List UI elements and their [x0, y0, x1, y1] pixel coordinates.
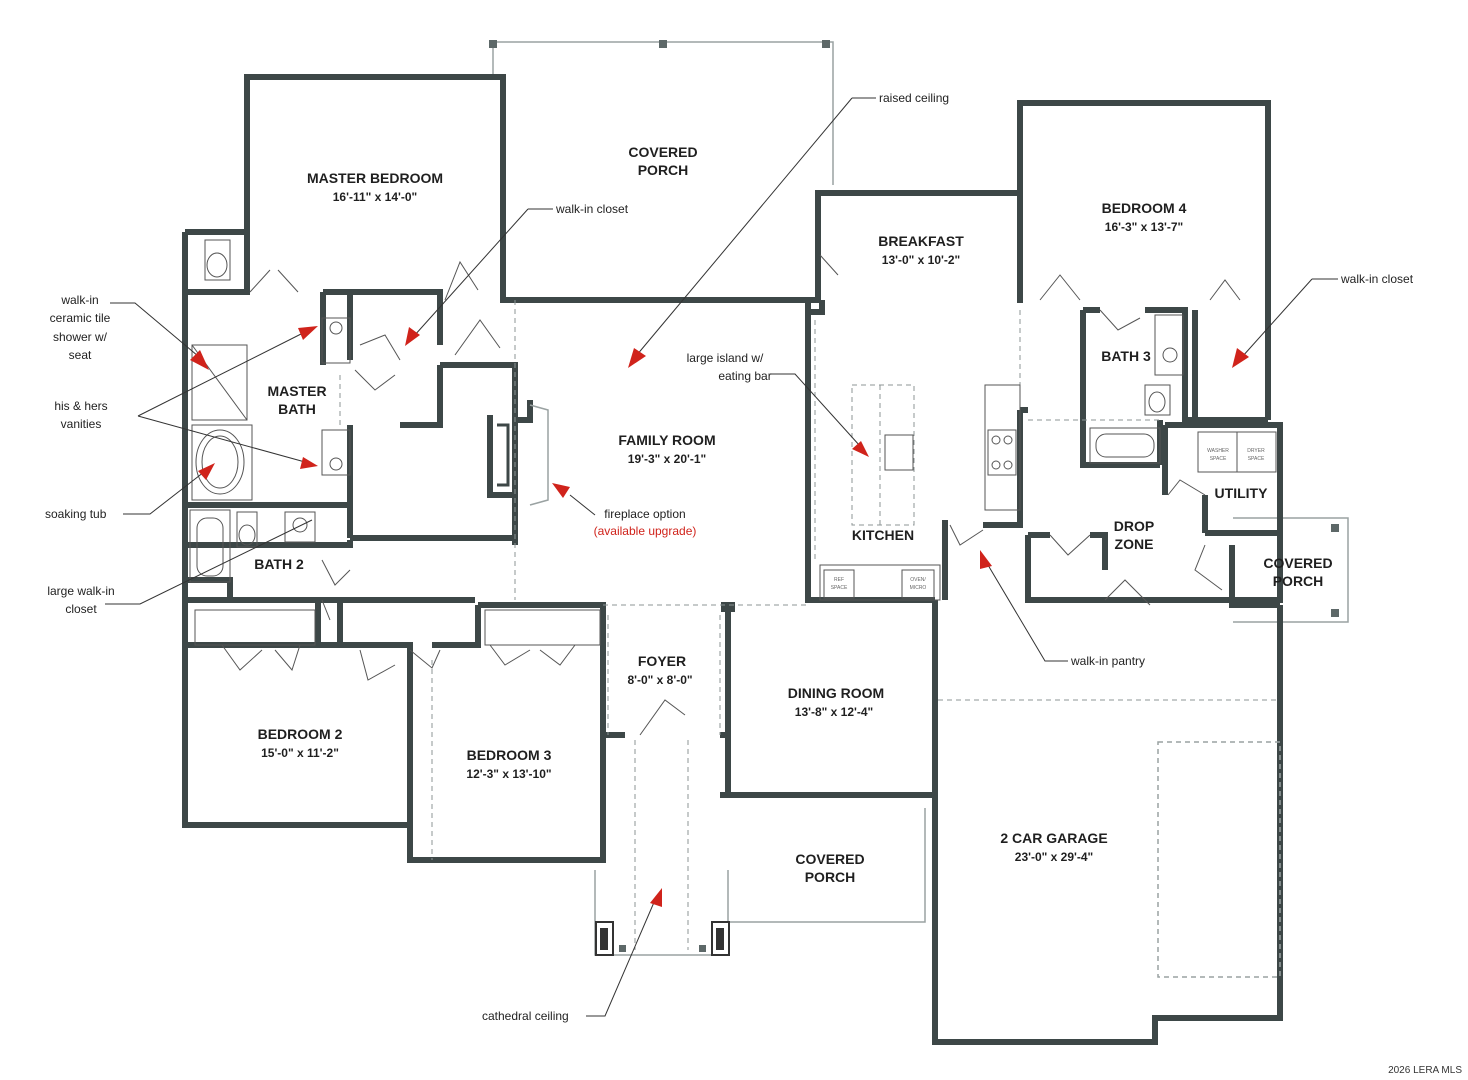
shower-callout-1: walk-in — [60, 293, 98, 307]
washer-label-1: WASHER — [1207, 448, 1229, 454]
watermark: 2026 LERA MLS — [1388, 1065, 1462, 1076]
bedroom3-name: BEDROOM 3 — [467, 747, 552, 763]
fixture-labels: REF SPACE OVEN/ MICRO WASHER SPACE DRYER… — [831, 448, 1265, 591]
covered-porch-side-line2: PORCH — [1273, 573, 1324, 589]
room-labels: MASTER BEDROOM 16'-11" x 14'-0" COVERED … — [254, 144, 1332, 885]
vanities-callout-1: his & hers — [54, 399, 107, 413]
garage-name: 2 CAR GARAGE — [1000, 830, 1107, 846]
large-closet-callout-2: closet — [65, 602, 97, 616]
drop-zone-line1: DROP — [1114, 518, 1154, 534]
master-bath-line2: BATH — [278, 401, 316, 417]
bedroom2-dim: 15'-0" x 11'-2" — [261, 746, 339, 760]
utility-name: UTILITY — [1215, 485, 1269, 501]
bath3-name: BATH 3 — [1101, 348, 1151, 364]
family-room-dim: 19'-3" x 20'-1" — [628, 452, 706, 466]
porch-outlines — [489, 40, 1349, 956]
soaking-tub-callout: soaking tub — [45, 507, 107, 521]
shower-callout-3: shower w/ — [53, 330, 108, 344]
callout-leaders — [105, 97, 1338, 1017]
vanities-callout-2: vanities — [61, 417, 102, 431]
breakfast-name: BREAKFAST — [878, 233, 964, 249]
dashed-openings — [339, 300, 1281, 978]
raised-ceiling-callout: raised ceiling — [879, 91, 949, 105]
fireplace-callout: fireplace option — [604, 507, 685, 521]
oven-label-2: MICRO — [910, 585, 927, 591]
fixtures — [189, 239, 1277, 646]
kitchen-name: KITCHEN — [852, 527, 914, 543]
foyer-name: FOYER — [638, 653, 686, 669]
oven-label-1: OVEN/ — [910, 577, 926, 583]
covered-porch-back-line2: PORCH — [638, 162, 689, 178]
walk-in-closet-bed4-callout: walk-in closet — [1340, 272, 1414, 286]
drop-zone-line2: ZONE — [1115, 536, 1154, 552]
dining-room-dim: 13'-8" x 12'-4" — [795, 705, 873, 719]
washer-label-2: SPACE — [1210, 456, 1227, 462]
island-callout-1: large island w/ — [687, 351, 764, 365]
covered-porch-front-line1: COVERED — [795, 851, 864, 867]
garage-dim: 23'-0" x 29'-4" — [1015, 850, 1093, 864]
shower-callout-4: seat — [69, 348, 92, 362]
door-swings — [221, 254, 1241, 736]
master-bath-line1: MASTER — [267, 383, 326, 399]
covered-porch-front-line2: PORCH — [805, 869, 856, 885]
master-bedroom-dim: 16'-11" x 14'-0" — [333, 190, 417, 204]
large-closet-callout-1: large walk-in — [47, 584, 114, 598]
bedroom2-name: BEDROOM 2 — [258, 726, 343, 742]
island-callout-2: eating bar — [718, 369, 771, 383]
walk-in-closet-master-callout: walk-in closet — [555, 202, 629, 216]
ref-label-2: SPACE — [831, 585, 848, 591]
dryer-label-1: DRYER — [1247, 448, 1265, 454]
walk-in-pantry-callout: walk-in pantry — [1070, 654, 1145, 668]
master-bedroom-name: MASTER BEDROOM — [307, 170, 443, 186]
foyer-dim: 8'-0" x 8'-0" — [627, 673, 692, 687]
covered-porch-back-line1: COVERED — [628, 144, 697, 160]
fireplace-upgrade-note: (available upgrade) — [594, 524, 697, 538]
bedroom3-dim: 12'-3" x 13'-10" — [466, 767, 551, 781]
family-room-name: FAMILY ROOM — [618, 432, 715, 448]
bedroom4-dim: 16'-3" x 13'-7" — [1105, 220, 1183, 234]
covered-porch-side-line1: COVERED — [1263, 555, 1332, 571]
bath2-name: BATH 2 — [254, 556, 304, 572]
callout-texts: raised ceiling walk-in closet walk-in cl… — [45, 91, 1414, 1023]
shower-callout-2: ceramic tile — [50, 311, 111, 325]
dryer-label-2: SPACE — [1248, 456, 1265, 462]
breakfast-dim: 13'-0" x 10'-2" — [882, 253, 960, 267]
bedroom4-name: BEDROOM 4 — [1102, 200, 1187, 216]
cathedral-ceiling-callout: cathedral ceiling — [482, 1009, 569, 1023]
dining-room-name: DINING ROOM — [788, 685, 884, 701]
ref-label-1: REF — [834, 577, 844, 583]
